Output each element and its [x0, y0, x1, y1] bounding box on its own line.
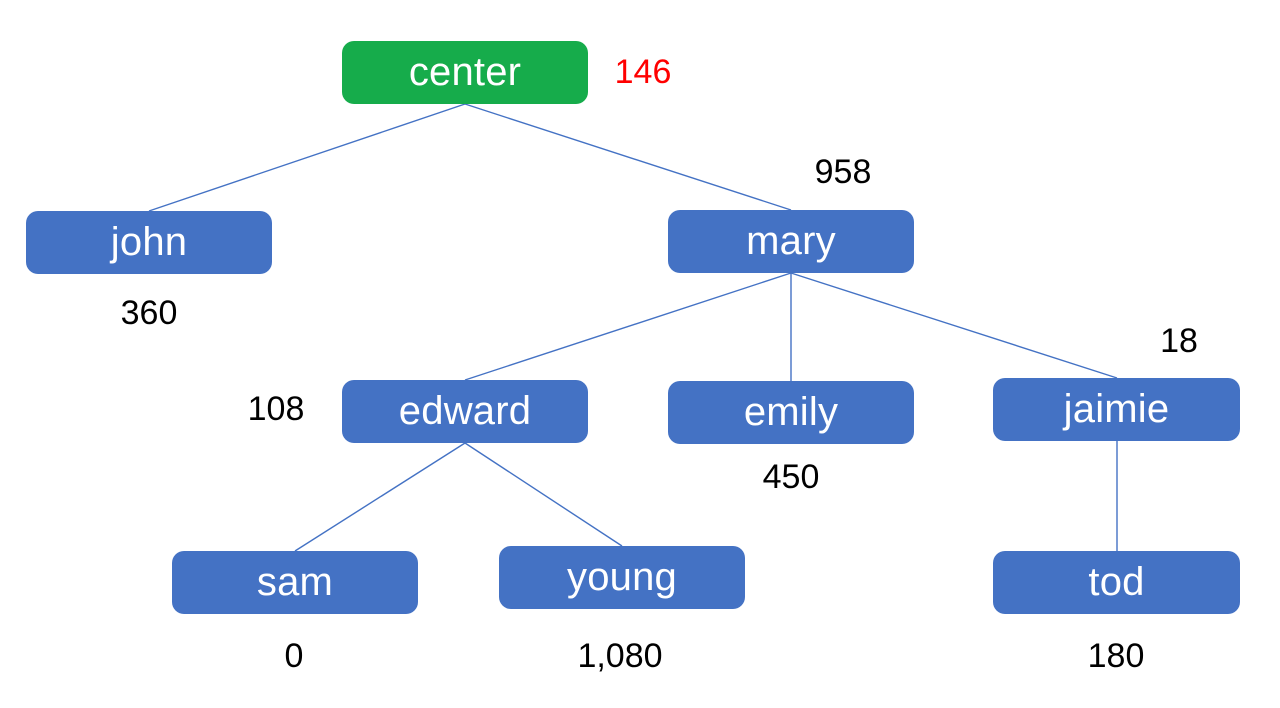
node-label-edward: edward [398, 388, 532, 433]
value-label-young: 1,080 [577, 637, 663, 675]
value-label-tod: 180 [1087, 637, 1145, 675]
value-label-jaimie: 18 [1160, 322, 1198, 360]
node-label-sam: sam [256, 559, 334, 604]
value-label-sam: 0 [284, 637, 304, 675]
value-label-mary: 958 [814, 153, 872, 191]
value-label-emily: 450 [762, 458, 820, 496]
node-tod[interactable]: tod [993, 551, 1240, 614]
node-emily[interactable]: emily [668, 381, 914, 444]
node-sam[interactable]: sam [172, 551, 418, 614]
value-label-center: 146 [614, 53, 672, 91]
edge-edward-to-young [464, 442, 623, 547]
value-label-edward: 108 [247, 390, 305, 428]
node-mary[interactable]: mary [668, 210, 914, 273]
node-label-tod: tod [1088, 559, 1145, 604]
value-label-john: 360 [120, 294, 178, 332]
node-label-mary: mary [746, 218, 836, 263]
edge-edward-to-sam [294, 442, 466, 552]
node-john[interactable]: john [26, 211, 272, 274]
node-edward[interactable]: edward [342, 380, 588, 443]
edge-mary-to-edward [464, 272, 792, 381]
edge-mary-to-jaimie [790, 272, 1118, 379]
edge-center-to-mary [464, 103, 792, 211]
node-label-center: center [408, 49, 522, 94]
node-center[interactable]: center [342, 41, 588, 104]
node-label-jaimie: jaimie [1063, 386, 1170, 431]
node-label-young: young [567, 554, 677, 599]
node-label-emily: emily [743, 389, 839, 434]
node-young[interactable]: young [499, 546, 745, 609]
node-label-john: john [110, 219, 188, 264]
node-jaimie[interactable]: jaimie [993, 378, 1240, 441]
edge-center-to-john [148, 103, 466, 212]
